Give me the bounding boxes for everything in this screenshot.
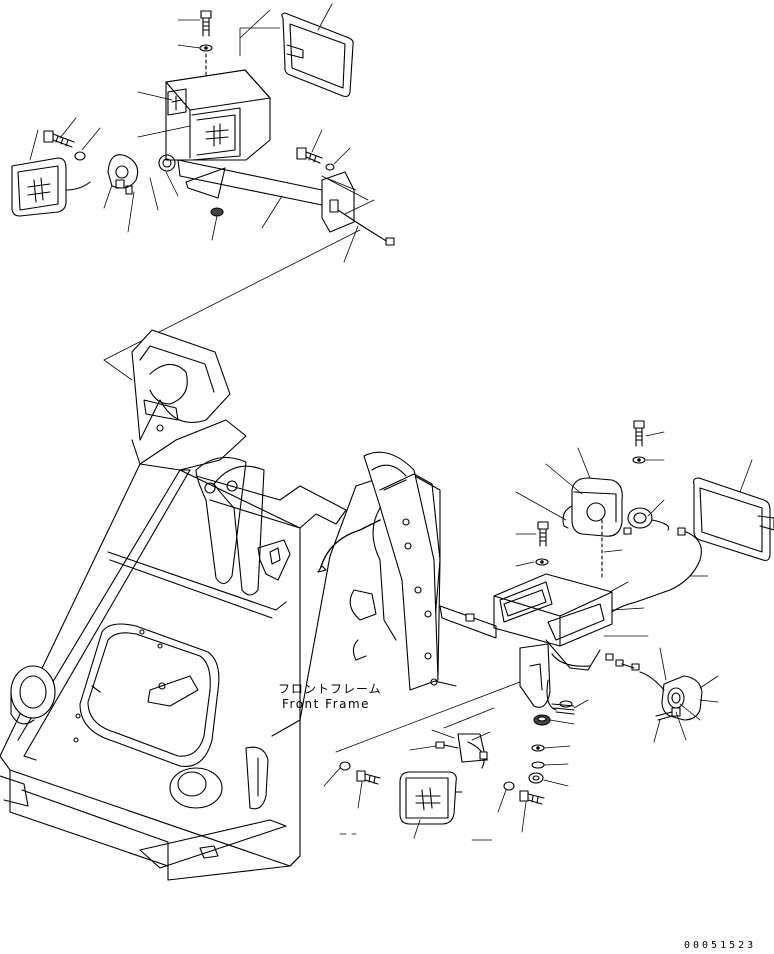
drawing-code: 00051523 [684, 940, 757, 951]
spring-right [551, 700, 575, 715]
grommet-right [533, 714, 551, 726]
bolt-upper-right [296, 147, 323, 164]
washer-lower-left [339, 761, 351, 771]
pivot-boss-lower [169, 767, 223, 809]
work-lamp-right [562, 477, 623, 537]
wire-upper [337, 209, 389, 243]
nut-upper [210, 207, 224, 217]
pivot-boss-left [10, 665, 56, 725]
socket-upper [107, 154, 139, 195]
bolt-lower-right [519, 790, 545, 805]
lamp-bracket-upper [177, 159, 355, 233]
leader-lines-upper [29, 3, 375, 361]
front-frame-label-en: Front Frame [282, 697, 371, 711]
flasher-lamp-lower [399, 771, 463, 825]
bolt-lower-left [356, 770, 381, 785]
top-bolt-right [633, 420, 645, 447]
top-bolt-upper [200, 10, 212, 37]
bolt-upper-left [43, 130, 75, 148]
reflector-plate-right [693, 477, 774, 561]
front-frame [0, 329, 457, 881]
lower-lamp-group [339, 733, 545, 825]
upper-lamp-assembly [11, 9, 395, 246]
side-lamp-upper-left [11, 157, 91, 217]
reflector-plate-upper [281, 12, 354, 98]
lamp-bracket-right [439, 605, 557, 711]
socket-right [623, 507, 686, 536]
front-frame-label-jp: フロントフレーム [278, 682, 382, 696]
socket-lower [435, 733, 488, 769]
washer-lower-right [503, 781, 515, 791]
leader-lines-right [323, 431, 753, 841]
wire-right [599, 531, 702, 629]
grommet-upper [158, 154, 176, 172]
lamp-housing-right [493, 573, 613, 671]
right-lamp-assembly [439, 420, 774, 784]
bolt-mid-right [537, 521, 549, 547]
lamp-housing-upper [165, 69, 271, 161]
nut-right [528, 772, 544, 784]
